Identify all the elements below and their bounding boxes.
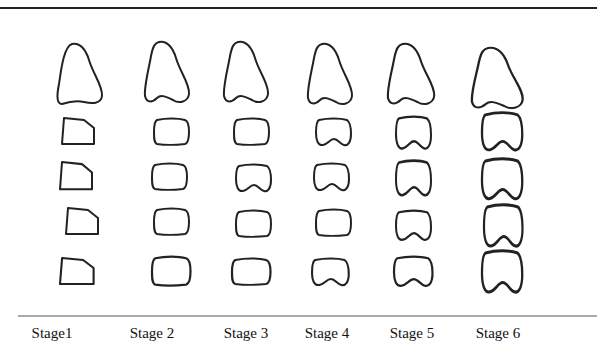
stage-label: Stage 2: [130, 326, 175, 341]
stage-label: Stage 4: [305, 326, 350, 341]
tooth-outlines: [57, 42, 522, 292]
bottom-rule: [18, 316, 597, 317]
stage-label: Stage 6: [476, 326, 521, 341]
stage-label: Stage1: [32, 326, 73, 341]
stage-label: Stage 5: [390, 326, 435, 341]
stage-label: Stage 3: [224, 326, 269, 341]
top-rule: [0, 7, 597, 9]
